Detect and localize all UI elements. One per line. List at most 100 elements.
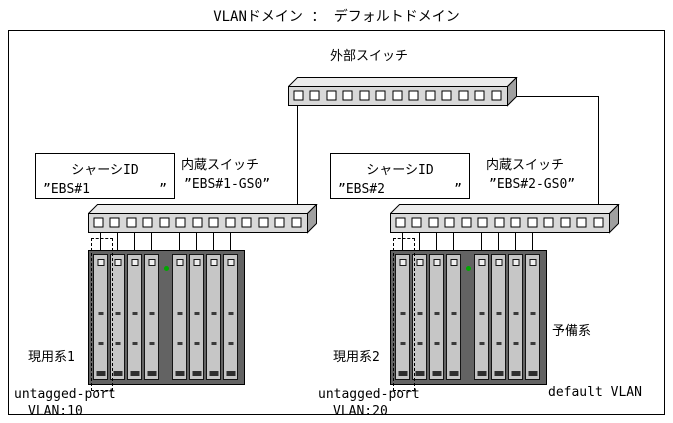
- blade-uplink-line: [206, 233, 221, 250]
- system-label-block-ebs1: 現用系1 VLAN:10: [28, 313, 83, 423]
- external-switch-label: 外部スイッチ: [330, 49, 409, 64]
- blade-connector-icon: [451, 312, 456, 315]
- blade-slots: [391, 251, 546, 380]
- status-led-icon: [466, 266, 471, 271]
- blade-connector-icon: [149, 312, 154, 315]
- chassis-id-value: ”EBS#2: [338, 182, 385, 197]
- blade-uplink-line: [189, 233, 204, 250]
- external-switch-graphic: [288, 77, 518, 107]
- server-blade: [189, 254, 204, 380]
- blade-connector-icon: [115, 312, 120, 315]
- server-chassis-ebs1: [88, 250, 245, 385]
- uplink-line-ebs1: [297, 105, 298, 213]
- blade-connector-icon: [211, 342, 216, 345]
- blade-connector-icon: [479, 342, 484, 345]
- blade-connector-icon: [149, 342, 154, 345]
- blade-latch-icon: [450, 259, 457, 266]
- blade-connector-icon: [115, 342, 120, 345]
- blade-uplink-line: [223, 233, 238, 250]
- blade-latch-icon: [433, 259, 440, 266]
- blade-connector-icon: [530, 342, 535, 345]
- server-blade: [429, 254, 444, 380]
- server-blade: [223, 254, 238, 380]
- blade-latch-icon: [478, 259, 485, 266]
- blade-latch-icon: [210, 259, 217, 266]
- system-label: 現用系1: [28, 350, 75, 365]
- blade-uplink-line: [144, 233, 159, 250]
- blade-handle-icon: [96, 371, 105, 376]
- standby-label: 予備系: [552, 324, 592, 339]
- blade-connector-icon: [451, 342, 456, 345]
- untagged-port-outline-ebs1: [91, 238, 113, 391]
- chassis-id-title: シャーシID: [366, 163, 434, 178]
- internal-switch-label-ebs2: 内蔵スイッチ: [486, 158, 565, 173]
- default-vlan-label: default VLAN: [548, 385, 642, 400]
- blade-connector-icon: [479, 312, 484, 315]
- blade-connector-icon: [496, 312, 501, 315]
- blade-uplink-lines-ebs2: [395, 233, 540, 250]
- blade-connector-icon: [496, 342, 501, 345]
- blade-handle-icon: [494, 371, 503, 376]
- blade-connector-icon: [417, 312, 422, 315]
- server-blade: [127, 254, 142, 380]
- blade-connector-icon: [194, 342, 199, 345]
- blade-handle-icon: [432, 371, 441, 376]
- blade-handle-icon: [192, 371, 201, 376]
- chassis-id-title: シャーシID: [71, 163, 139, 178]
- blade-handle-icon: [415, 371, 424, 376]
- chassis-id-value: ”EBS#1: [43, 182, 90, 197]
- blade-uplink-line: [127, 233, 142, 250]
- blade-latch-icon: [512, 259, 519, 266]
- blade-handle-icon: [209, 371, 218, 376]
- blade-latch-icon: [399, 259, 406, 266]
- internal-switch-graphic-ebs2: [390, 204, 620, 234]
- blade-connector-icon: [98, 342, 103, 345]
- blade-handle-icon: [528, 371, 537, 376]
- vlan-label: VLAN:10: [28, 404, 83, 419]
- blade-handle-icon: [113, 371, 122, 376]
- chassis-id-close-quote: ”: [159, 182, 167, 197]
- uplink-line-ebs2-horizontal: [516, 96, 599, 97]
- blade-latch-icon: [193, 259, 200, 266]
- blade-latch-icon: [176, 259, 183, 266]
- blade-connector-icon: [417, 342, 422, 345]
- blade-uplink-line: [508, 233, 523, 250]
- blade-latch-icon: [97, 259, 104, 266]
- system-label-block-ebs2: 現用系2 VLAN:20: [333, 313, 388, 423]
- server-blade: [110, 254, 125, 380]
- blade-uplink-line: [474, 233, 489, 250]
- blade-handle-icon: [226, 371, 235, 376]
- blade-handle-icon: [130, 371, 139, 376]
- untagged-port-outline-ebs2: [393, 238, 415, 391]
- diagram-frame: [8, 30, 665, 415]
- blade-uplink-line: [446, 233, 461, 250]
- blade-handle-icon: [477, 371, 486, 376]
- blade-uplink-line: [491, 233, 506, 250]
- chassis-id-box-ebs2: シャーシID ”EBS#2 ”: [330, 153, 470, 199]
- blade-connector-icon: [530, 312, 535, 315]
- server-blade: [412, 254, 427, 380]
- server-blade: [144, 254, 159, 380]
- blade-connector-icon: [177, 342, 182, 345]
- server-blade: [446, 254, 461, 380]
- blade-latch-icon: [148, 259, 155, 266]
- status-led-icon: [164, 266, 169, 271]
- blade-latch-icon: [495, 259, 502, 266]
- blade-connector-icon: [228, 312, 233, 315]
- blade-latch-icon: [227, 259, 234, 266]
- blade-slots: [89, 251, 244, 380]
- blade-connector-icon: [211, 312, 216, 315]
- server-blade: [172, 254, 187, 380]
- blade-connector-icon: [434, 342, 439, 345]
- blade-handle-icon: [398, 371, 407, 376]
- blade-connector-icon: [98, 312, 103, 315]
- diagram-title: VLANドメイン ： デフォルトドメイン: [213, 9, 460, 25]
- internal-switch-name-ebs1: ”EBS#1-GS0”: [184, 177, 271, 192]
- chassis-id-close-quote: ”: [454, 182, 462, 197]
- blade-connector-icon: [177, 312, 182, 315]
- blade-connector-icon: [194, 312, 199, 315]
- blade-connector-icon: [228, 342, 233, 345]
- server-blade: [491, 254, 506, 380]
- blade-connector-icon: [513, 342, 518, 345]
